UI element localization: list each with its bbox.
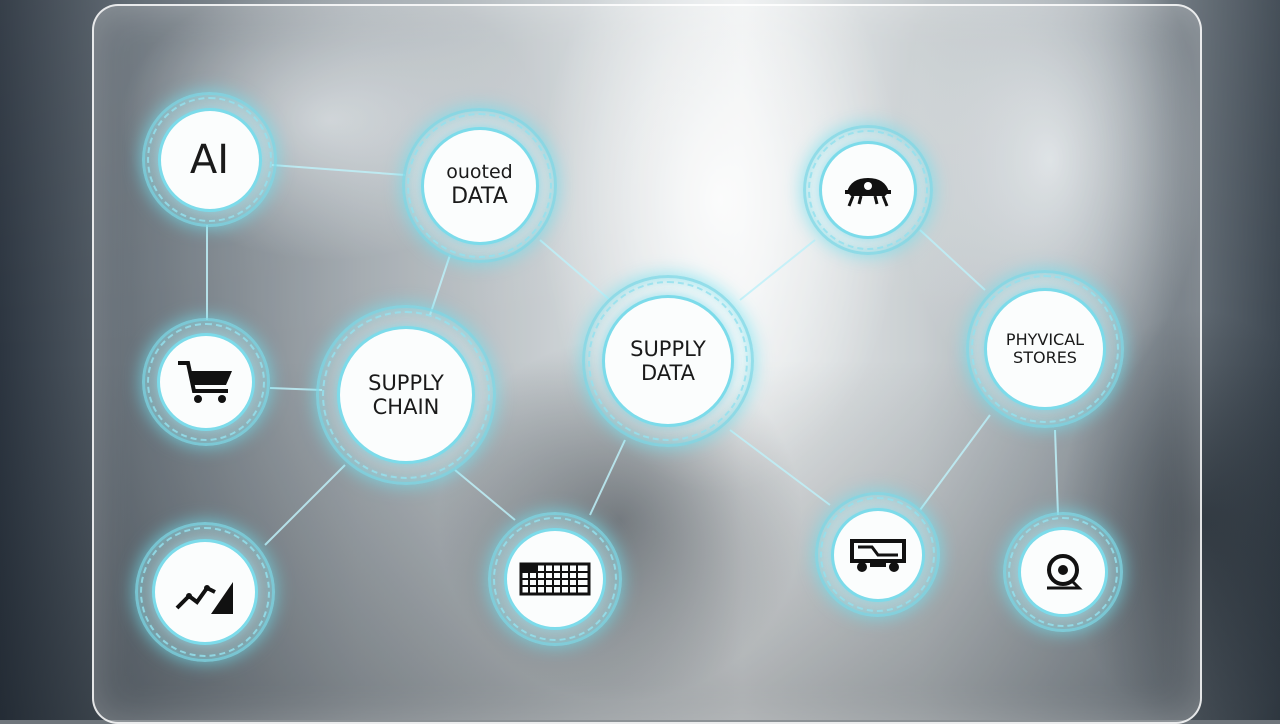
calendar-node[interactable]: [488, 512, 622, 646]
cart-node[interactable]: [142, 318, 270, 446]
link-data-chain: [429, 254, 451, 316]
ai-node-ring: [147, 97, 272, 222]
physical-stores-label: PHYVICAL STORES: [1005, 329, 1085, 367]
quoted-data-node[interactable]: ouoted DATA: [402, 108, 557, 263]
supply-chain-node[interactable]: SUPPLY CHAIN: [316, 305, 496, 485]
truck-node[interactable]: [815, 492, 940, 617]
link-supplydata-drone: [739, 239, 816, 301]
cart-node-ring: [147, 323, 265, 441]
physical-stores-node[interactable]: PHYVICAL STORES: [966, 270, 1124, 428]
growth-chart-icon: [175, 582, 233, 614]
quoted-data-node-core: ouoted DATA: [420, 126, 539, 245]
link-data-supplydata: [539, 239, 611, 301]
growth-node[interactable]: [135, 522, 275, 662]
link-chain-growth: [264, 464, 346, 546]
ai-node-core: AI: [157, 107, 262, 212]
shopping-cart-icon: [178, 361, 232, 403]
physical-stores-node-ring: [971, 275, 1119, 423]
link-chain-calendar: [454, 469, 516, 521]
supply-data-node-ring: [588, 281, 748, 441]
link-stores-truck: [919, 414, 991, 511]
ai-label: AI: [189, 136, 230, 183]
calendar-node-ring: [493, 517, 617, 641]
quoted-data-node-ring: [407, 113, 552, 258]
supply-data-node-core: SUPPLY DATA: [602, 295, 734, 427]
disc-node-core: [1018, 527, 1108, 617]
supply-chain-node-ring: [322, 311, 490, 479]
calendar-grid-icon: [519, 562, 591, 596]
quoted-data-line1: ouoted: [446, 160, 513, 183]
link-cart-chain: [269, 387, 323, 391]
physical-stores-node-core: PHYVICAL STORES: [984, 288, 1106, 410]
growth-node-ring: [140, 527, 270, 657]
drone-node[interactable]: [803, 125, 933, 255]
supply-chain-label: SUPPLY CHAIN: [368, 370, 444, 419]
drone-icon: [845, 178, 891, 207]
cart-node-core: [157, 333, 255, 431]
truck-node-ring: [820, 497, 935, 612]
disc-node-ring: [1008, 517, 1118, 627]
quoted-data-line2: DATA: [451, 183, 508, 209]
link-drone-stores: [919, 229, 986, 291]
ai-node[interactable]: AI: [142, 92, 277, 227]
truck-node-core: [830, 507, 925, 602]
drone-node-core: [819, 141, 917, 239]
disc-node[interactable]: [1003, 512, 1123, 632]
link-stores-disc: [1054, 429, 1059, 516]
supply-data-node[interactable]: SUPPLY DATA: [582, 275, 754, 447]
disc-icon: [1047, 554, 1083, 590]
supply-data-label: SUPPLY DATA: [630, 336, 706, 385]
link-supplydata-calendar: [589, 439, 626, 516]
drone-node-ring: [808, 130, 928, 250]
link-supplydata-truck: [729, 429, 831, 506]
supply-chain-node-core: SUPPLY CHAIN: [337, 326, 475, 464]
link-ai-data: [271, 164, 406, 176]
growth-node-core: [152, 539, 258, 645]
delivery-truck-icon: [849, 538, 906, 572]
calendar-node-core: [504, 528, 606, 630]
